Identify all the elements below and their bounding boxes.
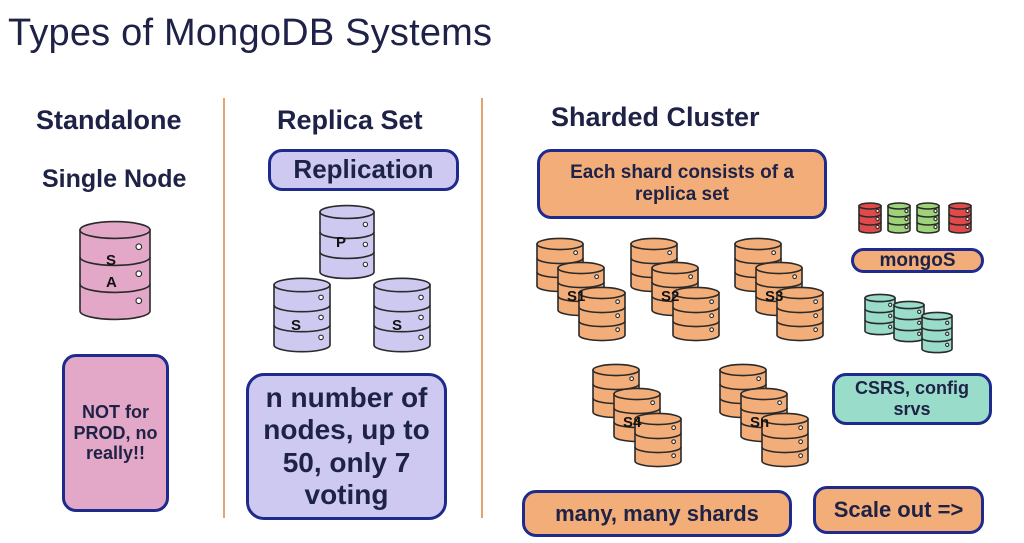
replica-primary-label: P <box>336 234 346 251</box>
standalone-db-icon <box>79 220 151 321</box>
csrs-db-icon-3 <box>921 311 953 354</box>
standalone-db-label-s: S <box>106 252 116 269</box>
csrs-db-icon-2 <box>893 300 925 343</box>
shard-label-3: S3 <box>765 288 783 305</box>
replication-tag: Replication <box>268 149 459 191</box>
shard-1-db-icon-c <box>578 286 626 342</box>
mongos-db-icon-3 <box>916 202 940 234</box>
csrs-label-box: CSRS, config srvs <box>832 373 992 425</box>
shard-3-db-icon-c <box>776 286 824 342</box>
replica-secondary-label-1: S <box>291 317 301 334</box>
divider-right <box>481 98 483 518</box>
csrs-db-icon-1 <box>864 293 896 336</box>
shard-description-box: Each shard consists of a replica set <box>537 149 827 219</box>
mongos-db-icon-4 <box>948 202 972 234</box>
mongos-db-icon-1 <box>858 202 882 234</box>
shard-label-5: Sn <box>750 414 769 431</box>
replica-secondary-db-icon-2 <box>373 277 431 353</box>
replica-set-heading: Replica Set <box>277 105 423 135</box>
page-title: Types of MongoDB Systems <box>8 12 493 54</box>
replica-secondary-label-2: S <box>392 317 402 334</box>
shard-5-db-icon-c <box>761 412 809 468</box>
replica-set-note-box: n number of nodes, up to 50, only 7 voti… <box>246 373 447 520</box>
shard-label-1: S1 <box>567 288 585 305</box>
sharded-cluster-heading: Sharded Cluster <box>551 102 760 132</box>
replica-secondary-db-icon-1 <box>273 277 331 353</box>
replica-primary-db-icon <box>319 204 375 280</box>
shard-label-2: S2 <box>661 288 679 305</box>
standalone-note-box: NOT for PROD, no really!! <box>62 354 169 512</box>
standalone-subheading: Single Node <box>42 165 187 193</box>
standalone-heading: Standalone <box>36 105 182 135</box>
scale-out-box: Scale out => <box>813 486 984 534</box>
shard-label-4: S4 <box>623 414 642 431</box>
mongos-label-box: mongoS <box>851 248 984 273</box>
standalone-db-label-a: A <box>106 274 117 291</box>
many-shards-box: many, many shards <box>522 490 792 537</box>
divider-left <box>223 98 225 518</box>
shard-2-db-icon-c <box>672 286 720 342</box>
mongos-db-icon-2 <box>887 202 911 234</box>
shard-4-db-icon-c <box>634 412 682 468</box>
